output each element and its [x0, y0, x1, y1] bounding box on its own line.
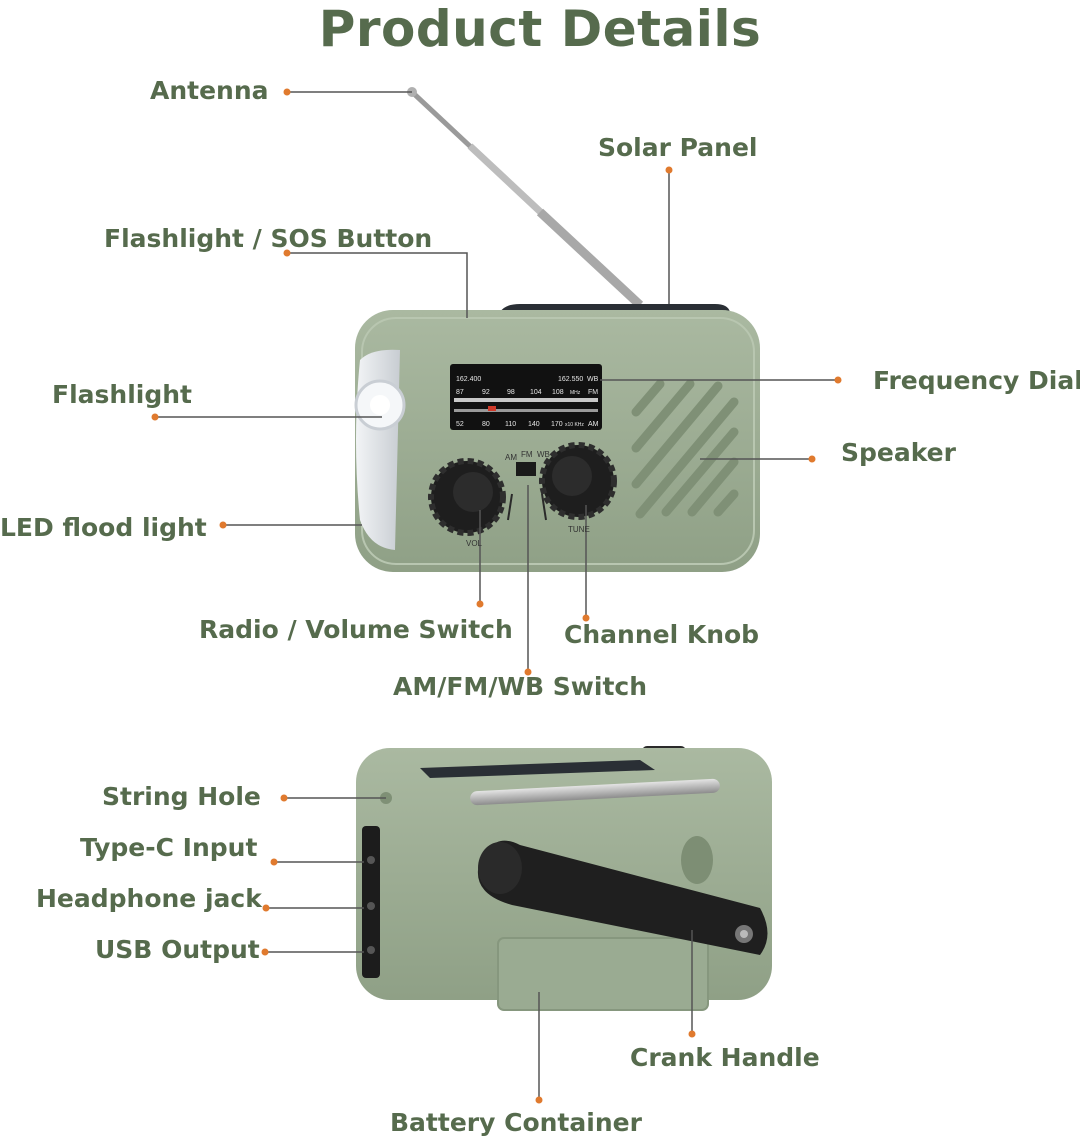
- band-label-am: AM: [505, 453, 517, 462]
- antenna: [407, 87, 644, 309]
- speaker-grille: [631, 379, 739, 519]
- knob-label-tune: TUNE: [568, 525, 590, 534]
- label-crank-handle: Crank Handle: [630, 1043, 820, 1072]
- dial-am-80: 80: [482, 421, 490, 428]
- body-printed-text: AM FM WB VOL TUNE: [466, 450, 590, 548]
- page-title: Product Details: [318, 0, 762, 58]
- label-flashlight: Flashlight: [52, 380, 192, 409]
- label-band-switch: AM/FM/WB Switch: [393, 672, 648, 701]
- label-channel-knob: Channel Knob: [564, 620, 760, 649]
- dial-am-unit: x10 KHz: [565, 422, 584, 428]
- dial-am-band: AM: [588, 421, 599, 428]
- label-flashlight-sos-button: Flashlight / SOS Button: [104, 224, 433, 253]
- label-speaker: Speaker: [841, 438, 956, 467]
- dial-am-110: 110: [505, 421, 516, 428]
- label-solar-panel: Solar Panel: [598, 133, 758, 162]
- dial-fm-unit: MHz: [570, 390, 581, 396]
- crank-recess: [681, 836, 713, 884]
- frequency-dial: [450, 364, 602, 430]
- dial-fm-92: 92: [482, 389, 490, 396]
- front-radio: [354, 87, 760, 572]
- crank-handle: [477, 840, 768, 955]
- dial-am-140: 140: [528, 421, 540, 428]
- band-label-wb: WB: [537, 450, 550, 459]
- solar-panel-back: [420, 760, 655, 778]
- antenna-folded: [470, 778, 720, 806]
- band-switch: [516, 462, 536, 476]
- volume-knob: [428, 458, 506, 536]
- label-battery-container: Battery Container: [390, 1108, 642, 1137]
- dial-fm-98: 98: [507, 389, 515, 396]
- dial-wb-low: 162.400: [456, 376, 481, 383]
- dial-fm-87: 87: [456, 389, 464, 396]
- dial-am-170: 170: [551, 421, 563, 428]
- back-radio: [356, 746, 772, 1011]
- leader-lines: [155, 91, 838, 1100]
- band-label-fm: FM: [521, 450, 533, 459]
- dial-scale-text: 162.400 162.550 WB 87 92 98 104 108 MHz …: [456, 376, 599, 428]
- label-string-hole: String Hole: [102, 782, 261, 811]
- label-type-c-input: Type-C Input: [80, 833, 258, 862]
- label-usb-output: USB Output: [95, 935, 260, 964]
- label-antenna: Antenna: [150, 76, 269, 105]
- label-headphone-jack: Headphone jack: [36, 884, 262, 913]
- label-led-flood-light: LED flood light: [0, 513, 207, 542]
- dial-fm-108: 108: [552, 389, 564, 396]
- leader-dots: [151, 88, 842, 1104]
- tune-knob: [539, 442, 617, 520]
- dial-fm-band: FM: [588, 389, 598, 396]
- label-frequency-dial: Frequency Dial: [873, 366, 1080, 395]
- dial-wb-high: 162.550: [558, 376, 583, 383]
- label-radio-volume-switch: Radio / Volume Switch: [199, 615, 513, 644]
- dial-fm-104: 104: [530, 389, 542, 396]
- battery-container: [497, 937, 709, 1011]
- dial-wb-band: WB: [587, 376, 599, 383]
- knob-label-vol: VOL: [466, 539, 483, 548]
- dial-am-52: 52: [456, 421, 464, 428]
